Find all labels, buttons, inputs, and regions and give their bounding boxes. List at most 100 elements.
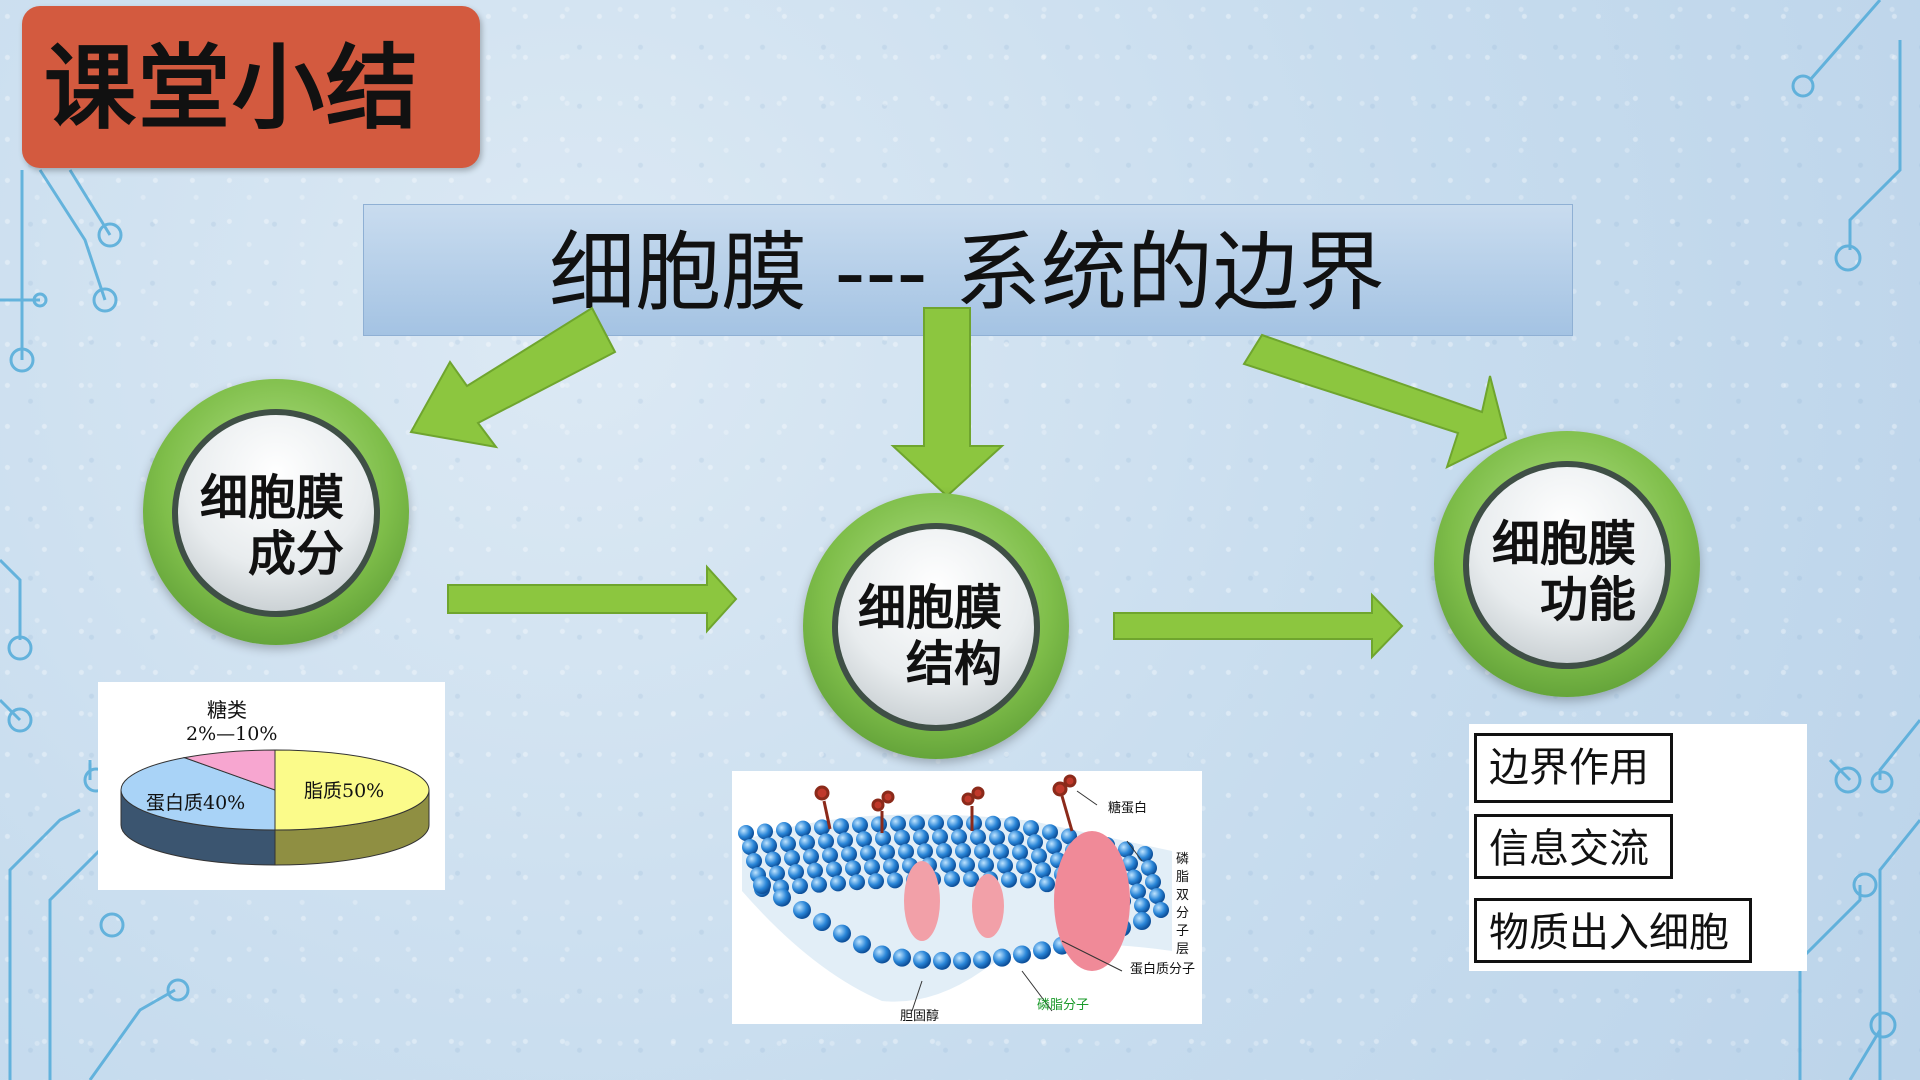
phospholipid-head-lower [1013, 945, 1031, 964]
membrane-label-bilayer-2: 脂 [1176, 870, 1190, 885]
node-composition-line2: 成分 [248, 526, 345, 582]
phospholipid-head [776, 822, 792, 839]
node-structure-disc [832, 523, 1040, 731]
phospholipid-head [795, 820, 811, 837]
phospholipid-head-lower [933, 951, 951, 970]
phospholipid-head-lower [773, 888, 791, 907]
phospholipid-head [856, 831, 872, 848]
node-structure-line2: 结构 [906, 636, 1003, 692]
phospholipid-head [1126, 869, 1142, 886]
phospholipid-head [917, 843, 933, 860]
phospholipid-head [742, 839, 758, 855]
membrane-label-cholesterol: 胆固醇 [900, 1009, 940, 1024]
membrane-label-protein: 蛋白质分子 [1130, 962, 1196, 977]
phospholipid-head [1122, 855, 1138, 872]
phospholipid-head [947, 815, 963, 832]
phospholipid-head [1153, 902, 1169, 918]
phospholipid-head [989, 829, 1005, 846]
node-function-disc [1463, 461, 1671, 669]
node-structure-line1: 细胞膜 [858, 580, 1003, 636]
phospholipid-head-lower [753, 876, 771, 894]
phospholipid-head [826, 861, 842, 878]
phospholipid-head [746, 853, 762, 869]
phospholipid-head [822, 847, 838, 864]
phospholipid-head [864, 859, 880, 876]
phospholipid-head [780, 836, 796, 853]
pie-label-sugar: 糖类 [207, 698, 247, 722]
phospholipid-head [944, 871, 960, 888]
phospholipid-head [970, 829, 986, 846]
slide-title: 课堂小结 [44, 35, 421, 142]
pie-slice-脂质 [274, 749, 430, 831]
phospholipid-head [757, 823, 773, 840]
pie-label-lipid: 脂质50% [304, 780, 385, 802]
phospholipid-head [845, 860, 861, 877]
node-composition-disc [172, 409, 380, 617]
phospholipid-head [1008, 830, 1024, 847]
phospholipid-head [799, 834, 815, 851]
phospholipid-head [890, 815, 906, 832]
phospholipid-head [1027, 834, 1043, 851]
phospholipid-head [1149, 888, 1165, 904]
phospholipid-head [913, 829, 929, 846]
phospholipid-head [875, 830, 891, 847]
membrane-label-bilayer-5: 子 [1176, 924, 1190, 939]
phospholipid-head [833, 818, 849, 835]
phospholipid-head-lower [793, 900, 811, 919]
phospholipid-head [849, 874, 865, 891]
phospholipid-head [1061, 828, 1077, 845]
phospholipid-head [879, 844, 895, 861]
phospholipid-head [966, 815, 982, 832]
phospholipid-head [761, 837, 777, 854]
header-title: 细胞膜 --- 系统的边界 [549, 223, 1385, 323]
phospholipid-head [788, 864, 804, 881]
phospholipid-head [1020, 872, 1036, 889]
phospholipid-head-lower [813, 913, 831, 932]
phospholipid-head [909, 815, 925, 832]
arrow-to-structure [890, 307, 1005, 498]
phospholipid-head [1031, 848, 1047, 865]
pie-slice-蛋白质 [120, 757, 276, 831]
membrane-illustration [738, 774, 1172, 1012]
composition-pie-chart [120, 749, 430, 866]
phospholipid-head [1141, 860, 1157, 876]
phospholipid-head [814, 819, 830, 836]
phospholipid-head [951, 829, 967, 846]
phospholipid-head [1145, 874, 1161, 890]
phospholipid-head [852, 817, 868, 834]
function-item-boundary: 边界作用 [1474, 733, 1673, 803]
phospholipid-head [818, 833, 834, 850]
membrane-label-bilayer-6: 层 [1176, 942, 1190, 957]
phospholipid-head [974, 843, 990, 860]
phospholipid-head [963, 871, 979, 888]
phospholipid-head-lower [833, 924, 851, 943]
node-function-line2: 功能 [1540, 572, 1637, 628]
phospholipid-head [940, 857, 956, 874]
arrow-to-function [1242, 333, 1508, 469]
phospholipid-head [1042, 824, 1058, 841]
pie-slice-糖类 [182, 749, 276, 791]
phospholipid-head [765, 851, 781, 868]
phospholipid-head [769, 865, 785, 882]
phospholipid-head [811, 876, 827, 893]
function-item-transport: 物质出入细胞 [1474, 898, 1752, 963]
arrow-to-composition [409, 306, 617, 449]
phospholipid-head [1039, 876, 1055, 893]
function-item-signaling: 信息交流 [1474, 814, 1673, 879]
phospholipid-head [959, 857, 975, 874]
phospholipid-head [871, 816, 887, 833]
phospholipid-head [997, 857, 1013, 874]
phospholipid-head [1012, 844, 1028, 861]
phospholipid-head-lower [893, 948, 911, 967]
phospholipid-head-lower [973, 950, 991, 969]
membrane-label-bilayer-4: 分 [1176, 906, 1190, 921]
phospholipid-head [807, 862, 823, 879]
phospholipid-head [1023, 820, 1039, 837]
phospholipid-head [928, 815, 944, 832]
phospholipid-head [784, 850, 800, 867]
phospholipid-head [898, 843, 914, 860]
protein-blob-2 [972, 874, 1004, 938]
pie-label-protein: 蛋白质40% [146, 792, 246, 814]
